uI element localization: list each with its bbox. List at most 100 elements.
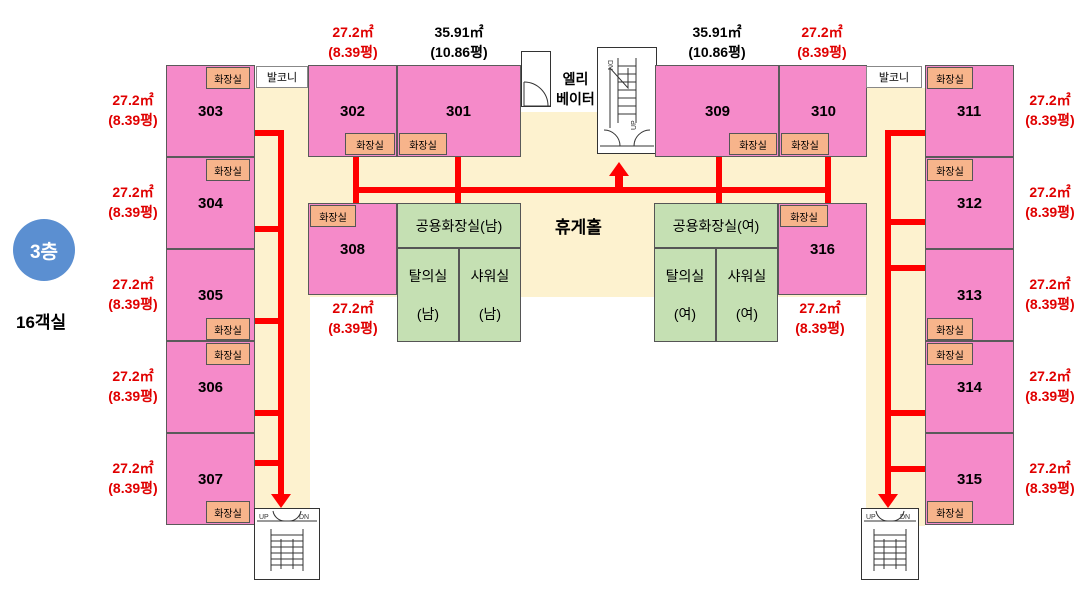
area-305: 27.2㎡(8.39평) xyxy=(108,276,158,312)
area-316: 27.2㎡(8.39평) xyxy=(795,300,845,336)
stair-right-bottom: UP DN xyxy=(861,508,919,580)
room-308: 308 화장실 xyxy=(308,203,397,295)
room-count: 16객실 xyxy=(16,313,67,332)
room-number: 305 xyxy=(198,287,224,304)
area-308: 27.2㎡(8.39평) xyxy=(328,300,378,336)
evac-branch xyxy=(885,265,925,271)
svg-text:DN: DN xyxy=(900,514,910,521)
area-312: 27.2㎡(8.39평) xyxy=(1025,184,1075,220)
room-number: 313 xyxy=(957,287,983,304)
floor-badge: 3층 xyxy=(13,219,75,281)
toilet-313: 화장실 xyxy=(927,318,973,340)
room-312: 312 화장실 xyxy=(925,157,1014,249)
area-306: 27.2㎡(8.39평) xyxy=(108,368,158,404)
room-311: 311 화장실 xyxy=(925,65,1014,157)
evac-drop xyxy=(455,157,461,203)
room-number: 309 xyxy=(705,103,731,120)
changing-room-men: 탈의실(남) xyxy=(397,248,459,342)
room-number: 312 xyxy=(957,195,983,212)
evac-branch xyxy=(885,466,925,472)
area-309: 35.91㎡(10.86평) xyxy=(688,24,746,60)
room-301: 301 화장실 xyxy=(397,65,521,157)
shower-room-women: 샤워실(여) xyxy=(716,248,778,342)
room-number: 302 xyxy=(340,103,366,120)
stair-icon: UP DN xyxy=(864,510,916,571)
room-number: 311 xyxy=(957,103,982,120)
toilet-301: 화장실 xyxy=(399,133,447,155)
center-stair: DN UP xyxy=(597,47,657,154)
area-313: 27.2㎡(8.39평) xyxy=(1025,276,1075,312)
toilet-304: 화장실 xyxy=(206,159,250,181)
room-316: 316 화장실 xyxy=(778,203,867,295)
room-number: 315 xyxy=(957,471,983,488)
public-toilet-men: 공용화장실(남) xyxy=(397,203,521,248)
area-315: 27.2㎡(8.39평) xyxy=(1025,460,1075,496)
room-number: 307 xyxy=(198,471,224,488)
room-313: 313 화장실 xyxy=(925,249,1014,341)
room-302: 302 화장실 xyxy=(308,65,397,157)
room-303: 303 화장실 xyxy=(166,65,255,157)
evac-line-right xyxy=(885,130,891,498)
room-number: 306 xyxy=(198,379,224,396)
toilet-312: 화장실 xyxy=(927,159,973,181)
toilet-316: 화장실 xyxy=(780,205,828,227)
toilet-311: 화장실 xyxy=(927,67,973,89)
evac-branch xyxy=(885,219,925,225)
room-305: 305 화장실 xyxy=(166,249,255,341)
balcony-left: 발코니 xyxy=(256,66,308,88)
stair-left-bottom: UP DN xyxy=(254,508,320,580)
room-314: 314 화장실 xyxy=(925,341,1014,433)
stair-icon: UP DN xyxy=(257,510,317,571)
room-number: 316 xyxy=(810,241,836,258)
balcony-right: 발코니 xyxy=(866,66,922,88)
evac-line-center xyxy=(353,187,831,193)
evac-drop xyxy=(716,157,722,203)
area-304: 27.2㎡(8.39평) xyxy=(108,184,158,220)
area-301: 35.91㎡(10.86평) xyxy=(430,24,488,60)
door-swing-icon xyxy=(523,81,550,107)
room-number: 303 xyxy=(198,103,224,120)
area-302: 27.2㎡(8.39평) xyxy=(328,24,378,60)
evac-stem xyxy=(615,175,623,189)
svg-text:UP: UP xyxy=(866,514,876,521)
area-310: 27.2㎡(8.39평) xyxy=(797,24,847,60)
evac-line-left xyxy=(278,130,284,498)
area-314: 27.2㎡(8.39평) xyxy=(1025,368,1075,404)
room-number: 308 xyxy=(340,241,366,258)
elevator-label: 엘리 베이터 xyxy=(556,71,595,107)
room-309: 309 화장실 xyxy=(655,65,779,157)
toilet-307: 화장실 xyxy=(206,501,250,523)
room-304: 304 화장실 xyxy=(166,157,255,249)
evac-drop xyxy=(825,157,831,203)
toilet-305: 화장실 xyxy=(206,318,250,340)
evac-branch xyxy=(255,318,284,324)
room-number: 304 xyxy=(198,195,224,212)
room-number: 301 xyxy=(446,103,472,120)
toilet-309: 화장실 xyxy=(729,133,777,155)
toilet-306: 화장실 xyxy=(206,343,250,365)
room-number: 314 xyxy=(957,379,983,396)
evac-branch xyxy=(255,460,284,466)
area-311: 27.2㎡(8.39평) xyxy=(1025,92,1075,128)
toilet-310: 화장실 xyxy=(781,133,829,155)
room-number: 310 xyxy=(811,103,837,120)
elevator-shaft xyxy=(521,51,551,107)
arrow-down-icon xyxy=(271,494,291,508)
toilet-315: 화장실 xyxy=(927,501,973,523)
evac-branch xyxy=(255,226,284,232)
arrow-down-icon xyxy=(878,494,898,508)
room-306: 306 화장실 xyxy=(166,341,255,433)
evac-drop xyxy=(353,157,359,203)
room-310: 310 화장실 xyxy=(779,65,867,157)
evac-branch xyxy=(255,130,284,136)
floor-label: 3층 xyxy=(29,241,59,263)
toilet-303: 화장실 xyxy=(206,67,250,89)
svg-text:DN: DN xyxy=(606,60,613,70)
shower-room-men: 샤워실(남) xyxy=(459,248,521,342)
room-307: 307 화장실 xyxy=(166,433,255,525)
arrow-up-icon xyxy=(609,162,629,176)
lounge-label: 휴게홀 xyxy=(555,218,602,237)
stair-icon: DN UP xyxy=(600,58,654,147)
toilet-314: 화장실 xyxy=(927,343,973,365)
svg-text:UP: UP xyxy=(259,514,269,521)
